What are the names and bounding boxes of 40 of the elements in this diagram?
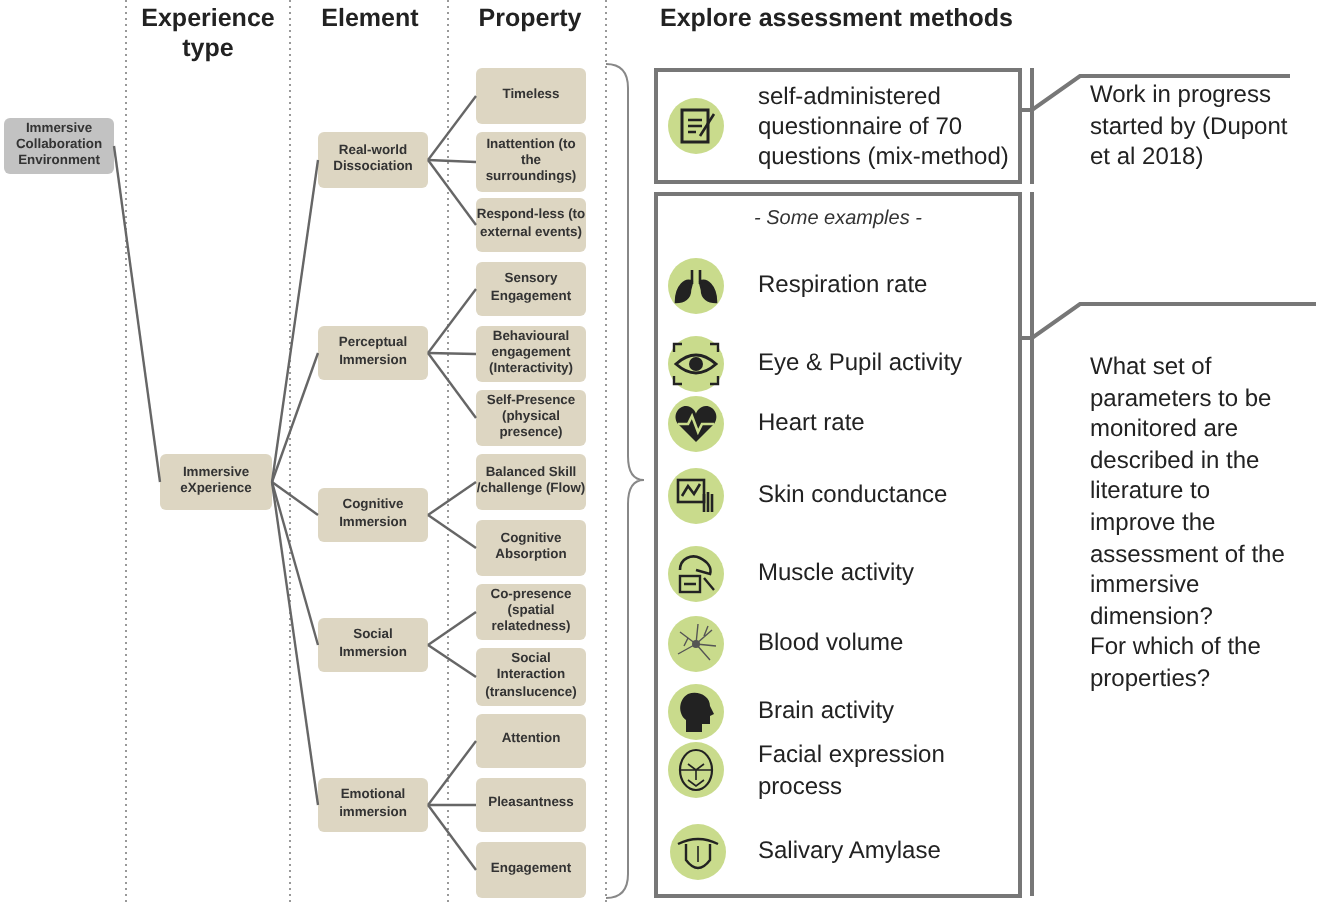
method-label: Heart rate — [758, 408, 867, 440]
connector-line — [427, 644, 477, 678]
connector-line — [270, 159, 320, 483]
callout-line — [1022, 302, 1316, 340]
method-label: Salivary Amylase — [758, 836, 943, 868]
method-label: Respiration rate — [758, 270, 930, 302]
column-header: Element — [319, 4, 421, 34]
method-label: Eye & Pupil activity — [758, 348, 965, 380]
connector-line — [427, 740, 477, 806]
connector-line — [427, 95, 477, 161]
connector-line — [112, 145, 162, 483]
connector-line — [428, 803, 476, 807]
note-text: Work in progress started by (Dupont et al 2018) — [1090, 80, 1314, 180]
connector-line — [271, 481, 319, 516]
method-panel — [654, 68, 1022, 184]
connector-line — [427, 351, 477, 356]
connector-line — [427, 611, 477, 646]
column-header: Property — [476, 4, 584, 34]
method-text: self-administered questionnaire of 70 questions (mix-method) — [758, 81, 1011, 171]
connector-line — [427, 481, 477, 516]
column-header: Explore assessment methods — [660, 4, 1015, 34]
callout-line — [1022, 74, 1290, 112]
connector-line — [270, 481, 320, 646]
method-label: Brain activity — [758, 696, 897, 728]
connector-line — [270, 481, 320, 806]
note-text: What set of parameters to be monitored are described in the literature to improve the assessment of the immersive dimension? For which of the properties? — [1090, 308, 1290, 708]
method-label: Blood volume — [758, 628, 906, 660]
examples-panel — [654, 192, 1022, 898]
method-label: Facial expression process — [758, 740, 947, 803]
connector-line — [427, 804, 477, 871]
column-header: Experience type — [140, 4, 276, 64]
connector-line — [427, 514, 477, 549]
connector-line — [427, 352, 477, 419]
connector-line — [427, 288, 477, 354]
connector-line — [427, 159, 477, 226]
method-label: Skin conductance — [758, 480, 950, 512]
connector-line — [427, 158, 477, 164]
connector-line — [270, 352, 320, 483]
method-label: Muscle activity — [758, 558, 917, 590]
panel-heading: - Some examples - — [754, 208, 922, 230]
